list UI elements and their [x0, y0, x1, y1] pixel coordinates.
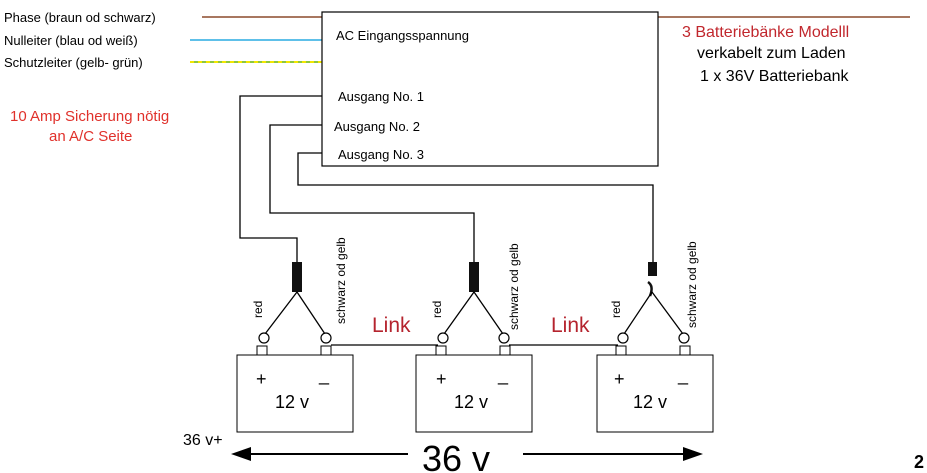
phase-label: Phase (braun od schwarz): [4, 10, 156, 25]
total-voltage-big: 36 v: [422, 438, 490, 473]
neutral-label: Nulleiter (blau od weiß): [4, 33, 138, 48]
total-voltage-small: 36 v+: [183, 432, 223, 449]
ground-label: Schutzleiter (gelb- grün): [4, 55, 143, 70]
arrow-left-icon: [231, 447, 251, 461]
charger-input-label: AC Eingangsspannung: [336, 28, 469, 43]
output-1-label: Ausgang No. 1: [338, 89, 424, 104]
red-clip-label-1: red: [251, 301, 265, 318]
battery-3-plus: +: [614, 369, 625, 389]
link-label-1: Link: [372, 314, 411, 337]
charger-box: [321, 11, 659, 167]
battery-2-voltage: 12 v: [454, 392, 488, 412]
fuse-note-line2: an A/C Seite: [49, 128, 132, 145]
clip-assembly-3: [617, 262, 690, 344]
title-line1: 3 Batteriebänke Modelll: [682, 24, 849, 41]
black-clip-label-2: schwarz od gelb: [507, 243, 521, 330]
output-2-label: Ausgang No. 2: [334, 119, 420, 134]
title-line2: verkabelt zum Laden: [697, 45, 846, 62]
page-number: 2: [914, 452, 924, 472]
battery-2-minus: _: [497, 365, 509, 386]
black-clip-label-1: schwarz od gelb: [334, 237, 348, 324]
battery-2-plus: +: [436, 369, 447, 389]
output-3-label: Ausgang No. 3: [338, 147, 424, 162]
arrow-right-icon: [683, 447, 703, 461]
battery-1-minus: _: [318, 365, 330, 386]
clip-assembly-2: [437, 262, 510, 344]
battery-1: [236, 345, 354, 433]
red-clip-label-3: red: [609, 301, 623, 318]
red-clip-label-2: red: [430, 301, 444, 318]
battery-2: [415, 345, 533, 433]
battery-1-voltage: 12 v: [275, 392, 309, 412]
link-label-2: Link: [551, 314, 590, 337]
fuse-note-line1: 10 Amp Sicherung nötig: [10, 108, 169, 125]
title-line3: 1 x 36V Batteriebank: [700, 68, 850, 85]
output-3-cable: [297, 152, 654, 262]
output-2-cable: [269, 124, 475, 262]
output-1-cable: [239, 95, 322, 262]
black-clip-label-3: schwarz od gelb: [685, 241, 699, 328]
clip-assembly-1: [258, 262, 332, 344]
battery-3: [596, 345, 714, 433]
battery-1-plus: +: [256, 369, 267, 389]
battery-3-voltage: 12 v: [633, 392, 667, 412]
battery-3-minus: _: [677, 365, 689, 386]
